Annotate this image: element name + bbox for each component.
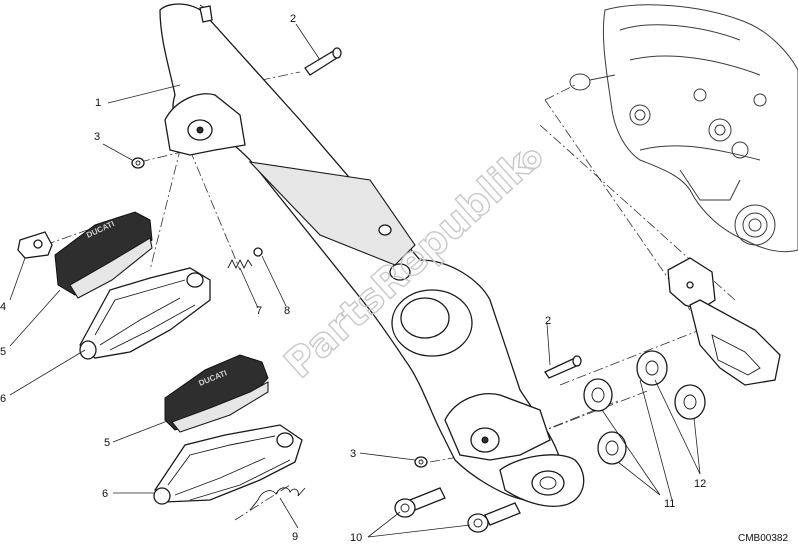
pin-lower <box>544 355 582 379</box>
callout-9: 9 <box>292 531 298 543</box>
callout-6-upper: 6 <box>0 393 6 405</box>
clip-lower <box>414 456 428 468</box>
footpeg-rubber-lower: DUCATI <box>164 354 269 433</box>
callout-10: 10 <box>350 532 362 544</box>
gear-icon <box>522 150 542 170</box>
footpeg-upper <box>79 267 211 360</box>
callout-1: 1 <box>95 97 101 109</box>
pin-upper <box>304 47 342 76</box>
callout-8: 8 <box>284 305 290 317</box>
callout-11: 11 <box>664 498 675 510</box>
leader-lines <box>9 23 701 538</box>
callouts: 1 2 3 4 5 6 7 8 2 3 5 6 9 10 11 12 CMB00… <box>0 13 788 544</box>
footpeg-lower <box>153 424 303 505</box>
mounting-plate <box>667 257 781 386</box>
callout-5-lower: 5 <box>104 437 110 449</box>
small-bracket <box>17 231 53 259</box>
callout-4: 4 <box>0 301 6 313</box>
callout-7: 7 <box>256 305 262 317</box>
callout-2-upper: 2 <box>290 13 296 25</box>
engine-case <box>569 4 798 253</box>
callout-2-lower: 2 <box>545 315 551 327</box>
spring-upper <box>227 258 253 270</box>
callout-6-lower: 6 <box>102 488 108 500</box>
ball <box>253 247 263 257</box>
clip-upper <box>131 157 145 169</box>
torsion-spring <box>249 487 306 511</box>
callout-12: 12 <box>694 478 706 490</box>
grommets <box>583 350 706 465</box>
callout-3-upper: 3 <box>94 131 100 143</box>
bolt-lower <box>467 502 521 533</box>
drawing-code: CMB00382 <box>738 533 788 544</box>
bolt-upper <box>394 487 446 518</box>
footpeg-bracket <box>159 3 585 507</box>
callout-5-upper: 5 <box>0 346 6 358</box>
callout-3-lower: 3 <box>350 448 356 460</box>
